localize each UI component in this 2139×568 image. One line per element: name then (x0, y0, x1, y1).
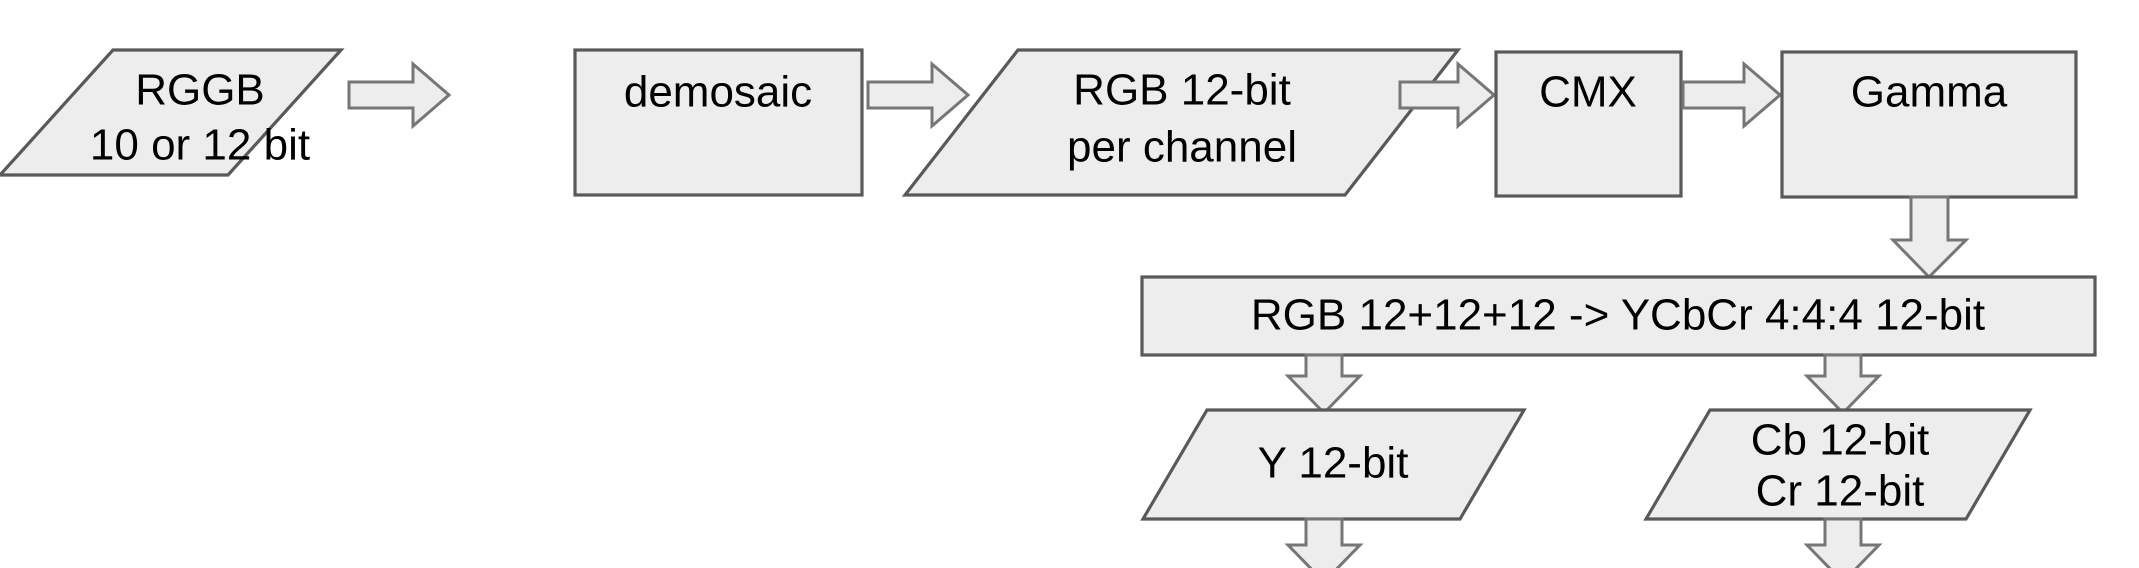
arrow-down-icon (1803, 517, 1883, 568)
connector-demosaic-to-rgb12 (866, 60, 971, 130)
rgb2ycbcr-rectangle (1140, 275, 2097, 357)
cbcr12-parallelogram (1643, 408, 2033, 521)
rgb12-label-line2: per channel (1067, 123, 1297, 172)
arrow-right-icon (347, 60, 452, 130)
node-y12[interactable]: Y 12-bit (1140, 408, 1527, 521)
connector-rgb2ycbcr-to-y12 (1284, 353, 1364, 416)
rgb12-parallelogram (901, 48, 1462, 197)
rgb12-label-line1: RGB 12-bit (1073, 66, 1291, 115)
node-rgb12[interactable]: RGB 12-bit per channel (901, 48, 1462, 197)
arrow-right-icon (1681, 60, 1783, 130)
arrow-down-icon (1889, 195, 1970, 280)
node-rggb[interactable]: RGGB 10 or 12 bit (0, 48, 345, 177)
demosaic-rectangle (573, 48, 864, 197)
node-cmx[interactable]: CMX (1494, 50, 1683, 198)
arrow-right-icon (866, 60, 971, 130)
arrow-right-icon (1398, 60, 1497, 130)
y12-label: Y 12-bit (1258, 439, 1409, 488)
connector-y12-out (1284, 517, 1364, 568)
connector-rgb2ycbcr-to-cbcr12 (1803, 353, 1883, 416)
connector-gamma-to-rgb2ycbcr (1889, 195, 1970, 280)
arrow-down-icon (1284, 353, 1364, 416)
cmx-rectangle (1494, 50, 1683, 198)
y12-parallelogram (1140, 408, 1527, 521)
connector-cmx-to-gamma (1681, 60, 1783, 130)
gamma-label: Gamma (1851, 68, 2008, 117)
demosaic-label: demosaic (624, 68, 812, 117)
connector-rggb-to-demosaic (347, 60, 452, 130)
node-cbcr12[interactable]: Cb 12-bit Cr 12-bit (1643, 408, 2033, 521)
cbcr12-label-line2: Cr 12-bit (1756, 467, 1925, 516)
cbcr12-label-line1: Cb 12-bit (1751, 416, 1930, 465)
arrow-down-icon (1284, 517, 1364, 568)
connector-cbcr12-out (1803, 517, 1883, 568)
node-gamma[interactable]: Gamma (1780, 50, 2078, 199)
rggb-label-line2: 10 or 12 bit (90, 121, 310, 170)
node-demosaic[interactable]: demosaic (573, 48, 864, 197)
arrow-down-icon (1803, 353, 1883, 416)
connector-rgb12-to-cmx (1398, 60, 1497, 130)
rggb-label-line1: RGGB (135, 66, 265, 115)
cmx-label: CMX (1539, 68, 1637, 117)
node-rgb2ycbcr[interactable]: RGB 12+12+12 -> YCbCr 4:4:4 12-bit (1140, 275, 2097, 357)
rggb-parallelogram (0, 48, 345, 177)
rgb2ycbcr-label: RGB 12+12+12 -> YCbCr 4:4:4 12-bit (1251, 291, 1985, 340)
